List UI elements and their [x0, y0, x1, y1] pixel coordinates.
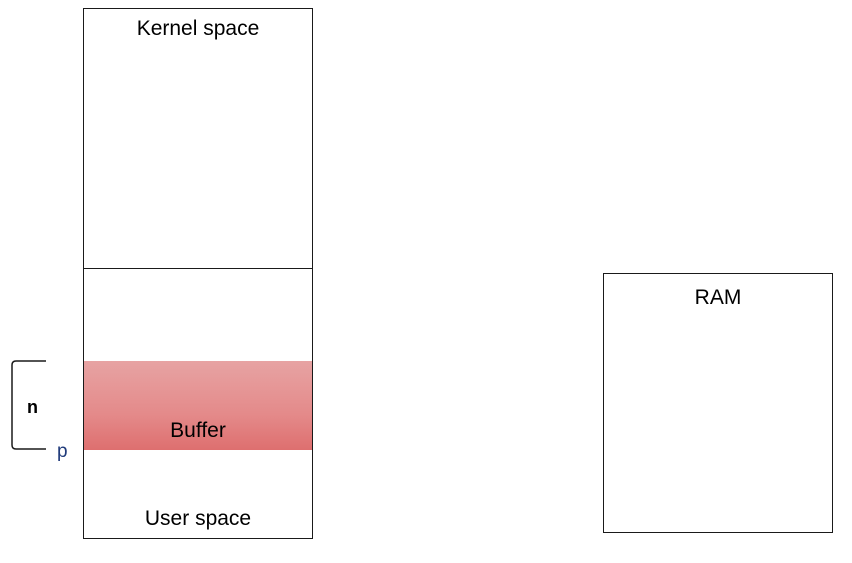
pointer-p-label: p	[57, 441, 68, 462]
address-space-box	[83, 8, 313, 539]
ram-label: RAM	[694, 286, 742, 309]
buffer-label: Buffer	[170, 419, 226, 442]
buffer-region	[84, 361, 312, 450]
kernel-user-divider	[83, 268, 313, 269]
kernel-space-label: Kernel space	[136, 17, 260, 40]
user-space-label: User space	[144, 507, 252, 530]
ram-box	[603, 273, 833, 533]
size-n-label: n	[27, 397, 38, 417]
